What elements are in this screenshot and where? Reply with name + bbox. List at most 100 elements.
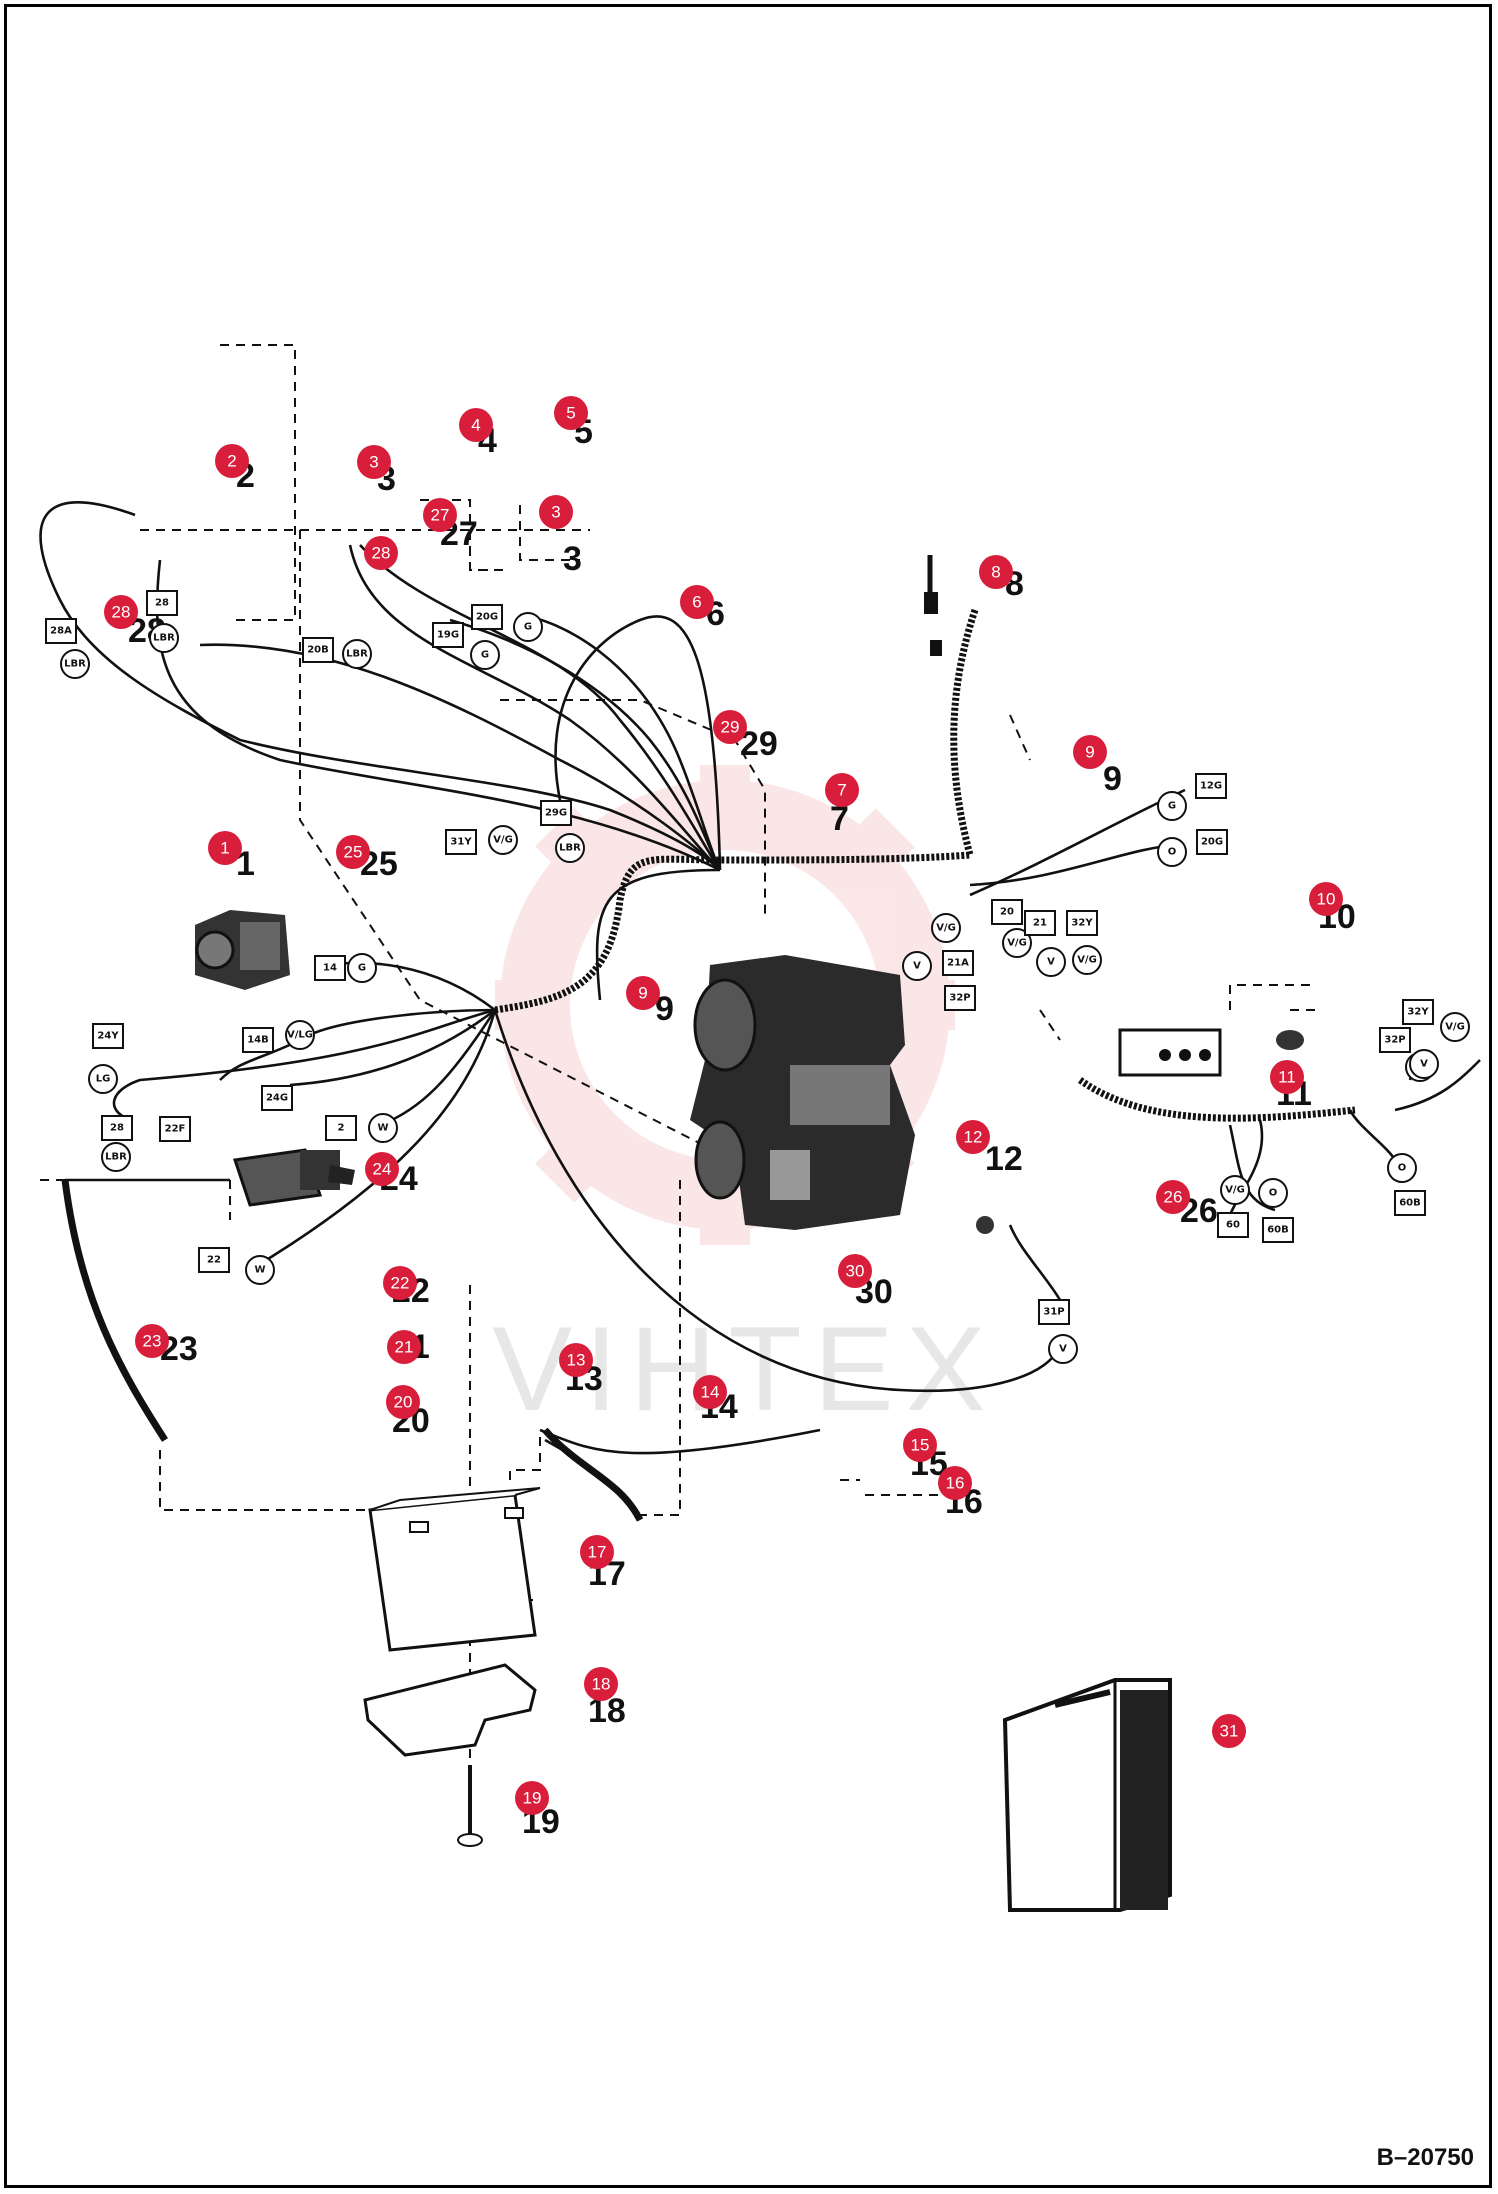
svg-text:11: 11 — [1278, 1068, 1296, 1087]
svg-text:32P: 32P — [1384, 1035, 1405, 1046]
wire-tag: V/LG — [285, 1020, 315, 1050]
svg-text:22: 22 — [391, 1274, 410, 1293]
svg-text:20B: 20B — [307, 645, 329, 656]
callout-31: 31 — [1212, 1714, 1246, 1748]
callout-29: 29 — [713, 710, 747, 744]
wire-tag: 24G — [261, 1085, 293, 1111]
svg-text:29: 29 — [721, 718, 740, 737]
part-label-1: 1 — [236, 845, 255, 883]
svg-text:G: G — [358, 963, 366, 974]
svg-text:28A: 28A — [50, 626, 72, 637]
svg-text:9: 9 — [638, 984, 647, 1003]
wire-tag: 31Y — [445, 829, 477, 855]
svg-text:10: 10 — [1317, 890, 1336, 909]
svg-text:5: 5 — [566, 404, 575, 423]
callout-12: 12 — [956, 1120, 990, 1154]
svg-text:3: 3 — [369, 453, 378, 472]
wire-tag: 20 — [991, 899, 1023, 925]
wire-tag: LBR — [101, 1142, 131, 1172]
svg-text:13: 13 — [567, 1351, 586, 1370]
battery-small — [368, 1487, 541, 1652]
wire-tag: V/G — [488, 825, 518, 855]
svg-text:6: 6 — [692, 593, 701, 612]
svg-text:V/LG: V/LG — [287, 1030, 313, 1041]
callout-4: 4 — [459, 408, 493, 442]
wire-tag: O — [1387, 1153, 1417, 1183]
svg-text:21A: 21A — [947, 958, 969, 969]
wire-tag: 19G — [432, 622, 464, 648]
svg-text:19G: 19G — [437, 630, 459, 641]
svg-text:20: 20 — [394, 1393, 413, 1412]
svg-text:14: 14 — [701, 1383, 720, 1402]
part-label-9: 9 — [655, 990, 674, 1028]
svg-text:V/G: V/G — [1445, 1022, 1465, 1033]
callout-17: 17 — [580, 1535, 614, 1569]
svg-text:V: V — [913, 961, 921, 972]
wire-tag: V — [1409, 1049, 1439, 1079]
svg-text:24Y: 24Y — [97, 1031, 119, 1042]
callout-23: 23 — [135, 1324, 169, 1358]
wire-tag: LBR — [149, 623, 179, 653]
svg-text:LBR: LBR — [105, 1152, 127, 1163]
svg-text:60: 60 — [1226, 1220, 1240, 1231]
callout-21: 21 — [387, 1330, 421, 1364]
svg-text:1: 1 — [220, 839, 229, 858]
battery-cable-negative — [61, 1179, 168, 1442]
callout-15: 15 — [903, 1428, 937, 1462]
svg-text:W: W — [377, 1123, 388, 1134]
wire-tag: V/G — [1072, 945, 1102, 975]
wire-tag: V/G — [931, 913, 961, 943]
svg-text:28: 28 — [110, 1123, 124, 1134]
wire-tag: 20G — [471, 604, 503, 630]
svg-text:LBR: LBR — [153, 633, 175, 644]
svg-text:31: 31 — [1220, 1722, 1239, 1741]
svg-text:20G: 20G — [476, 612, 498, 623]
svg-text:27: 27 — [431, 506, 450, 525]
battery-cable-positive — [542, 1427, 644, 1522]
svg-text:32P: 32P — [949, 993, 970, 1004]
callout-24: 24 — [365, 1152, 399, 1186]
battery-tray — [363, 1663, 537, 1757]
svg-text:W: W — [254, 1265, 265, 1276]
wire-tag: V — [1036, 947, 1066, 977]
svg-text:30: 30 — [846, 1262, 865, 1281]
svg-text:22: 22 — [207, 1255, 221, 1266]
wire-tag: G — [347, 953, 377, 983]
callout-10: 10 — [1309, 882, 1343, 916]
wire-tag: 2 — [325, 1115, 357, 1141]
svg-text:2: 2 — [338, 1123, 345, 1134]
svg-text:2: 2 — [227, 452, 236, 471]
svg-text:26: 26 — [1164, 1188, 1183, 1207]
svg-text:V/G: V/G — [1007, 938, 1027, 949]
callout-26: 26 — [1156, 1180, 1190, 1214]
wire-tag: O — [1258, 1178, 1288, 1208]
svg-text:24: 24 — [373, 1160, 392, 1179]
callout-16: 16 — [938, 1466, 972, 1500]
svg-text:18: 18 — [592, 1675, 611, 1694]
wire-tag: 28 — [146, 590, 178, 616]
wire-tag: 22F — [159, 1116, 191, 1142]
pressure-switch — [1276, 1030, 1304, 1050]
wire-tag: G — [1157, 791, 1187, 821]
svg-text:3: 3 — [551, 503, 560, 522]
starter-motor — [233, 1148, 355, 1207]
callout-8: 8 — [979, 555, 1013, 589]
alternator — [195, 910, 290, 990]
svg-text:4: 4 — [471, 416, 480, 435]
callout-3: 3 — [357, 445, 391, 479]
callout-25: 25 — [336, 835, 370, 869]
wire-tag: O — [1157, 837, 1187, 867]
callout-22: 22 — [383, 1266, 417, 1300]
wire-tag: V/G — [1220, 1175, 1250, 1205]
wire-tag: 21A — [942, 950, 974, 976]
svg-text:28: 28 — [372, 544, 391, 563]
svg-text:7: 7 — [837, 781, 846, 800]
wire-tag: 32P — [944, 985, 976, 1011]
callout-13: 13 — [559, 1343, 593, 1377]
svg-text:60B: 60B — [1267, 1225, 1289, 1236]
components — [61, 910, 1304, 1912]
drawing-frame — [4, 4, 1492, 2188]
svg-text:LBR: LBR — [559, 843, 581, 854]
svg-text:V: V — [1047, 957, 1055, 968]
